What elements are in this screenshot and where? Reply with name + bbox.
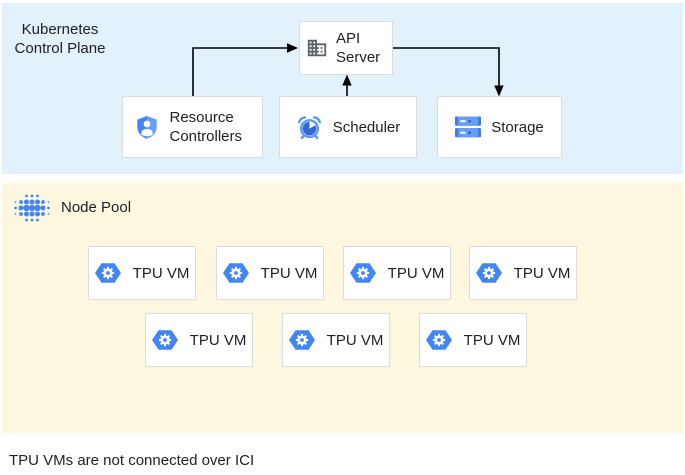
storage-node[interactable]: Storage [437, 96, 562, 158]
building-icon [307, 39, 327, 57]
tpu-vm-label: TPU VM [387, 264, 445, 282]
tpu-vm-node[interactable]: TPU VM [282, 313, 390, 367]
tpu-vm-label: TPU VM [189, 331, 247, 349]
tpu-vm-label: TPU VM [463, 331, 521, 349]
hexagon-gear-icon [475, 263, 502, 283]
scheduler-label: Scheduler [332, 118, 401, 136]
tpu-vm-node[interactable]: TPU VM [88, 246, 196, 300]
tpu-vm-node[interactable]: TPU VM [343, 246, 451, 300]
control-plane-title: Kubernetes Control Plane [14, 21, 106, 57]
node-pool-zone [2, 183, 683, 433]
tpu-vm-label: TPU VM [513, 264, 571, 282]
api-server-label: API Server [336, 30, 381, 66]
api-server-node[interactable]: API Server [299, 21, 393, 75]
tpu-vm-label: TPU VM [326, 331, 384, 349]
server-stack-icon [455, 116, 482, 138]
tpu-vm-label: TPU VM [132, 264, 190, 282]
tpu-vm-node[interactable]: TPU VM [469, 246, 577, 300]
scheduler-node[interactable]: Scheduler [279, 96, 417, 158]
resource-controllers-node[interactable]: Resource Controllers [122, 96, 263, 158]
storage-label: Storage [491, 118, 544, 136]
hexagon-gear-icon [349, 263, 376, 283]
hexagon-gear-icon [425, 330, 452, 350]
caption-text: TPU VMs are not connected over ICI [9, 452, 255, 469]
tpu-vm-label: TPU VM [260, 264, 318, 282]
hexagon-gear-icon [288, 330, 315, 350]
resource-controllers-label: Resource Controllers [169, 109, 243, 145]
tpu-vm-node[interactable]: TPU VM [419, 313, 527, 367]
hexagon-gear-icon [222, 263, 249, 283]
dot-cluster-icon [14, 194, 50, 222]
node-pool-label: Node Pool [61, 199, 132, 216]
shield-user-icon [136, 115, 157, 139]
hexagon-gear-icon [151, 330, 178, 350]
tpu-vm-node[interactable]: TPU VM [145, 313, 253, 367]
hexagon-gear-icon [94, 263, 121, 283]
tpu-vm-node[interactable]: TPU VM [216, 246, 324, 300]
alarm-clock-icon [297, 115, 321, 139]
